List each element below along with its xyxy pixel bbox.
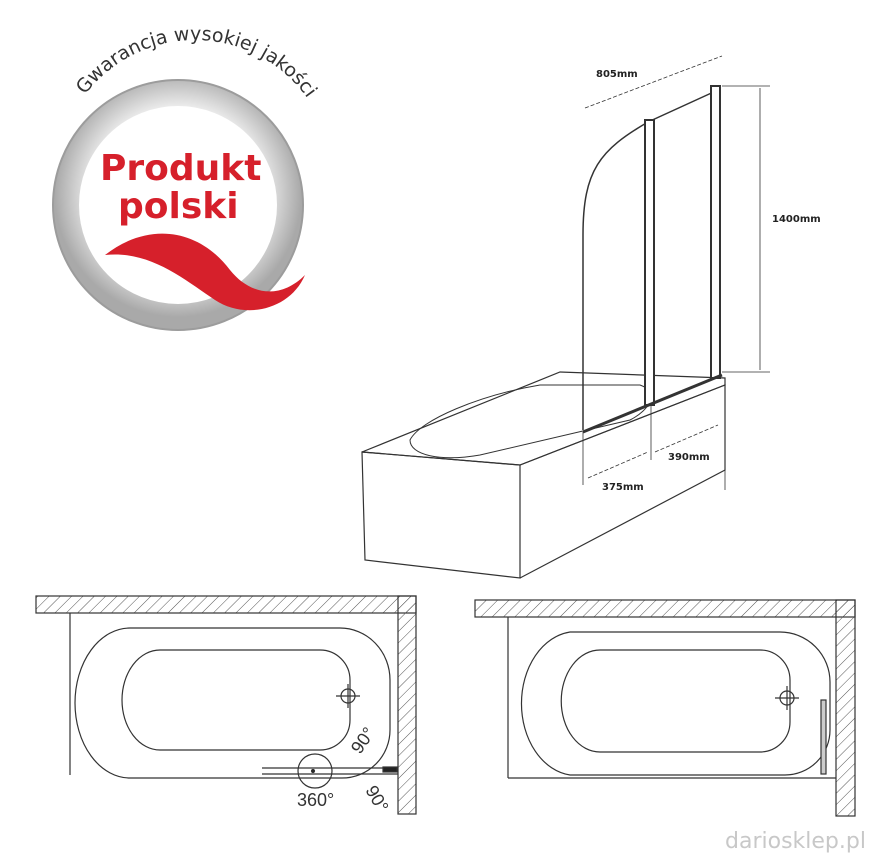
- logo-ring: [53, 80, 303, 330]
- angle-90-bottom-label: 90°: [362, 782, 393, 816]
- rotation-360-label: 360°: [297, 790, 334, 810]
- plan-view-closed: [474, 599, 856, 817]
- dimension-height: 1400mm: [772, 214, 821, 225]
- logo-text-produkt: Produkt: [100, 148, 261, 189]
- logo-red-swoosh: [105, 233, 305, 311]
- dimension-width-total: 805mm: [596, 69, 638, 80]
- bathtub-isometric: [361, 55, 770, 579]
- plan-view-open: [35, 595, 417, 815]
- dimension-panel-swing: 375mm: [602, 482, 644, 493]
- dimension-panel-fixed: 390mm: [668, 452, 710, 463]
- produkt-polski-logo: Produkt polski Gwarancja wysokiej jakośc…: [52, 23, 321, 331]
- angle-90-top-label: 90°: [347, 724, 379, 758]
- watermark: dariosklep.pl: [725, 829, 866, 854]
- logo-text-polski: polski: [118, 186, 239, 227]
